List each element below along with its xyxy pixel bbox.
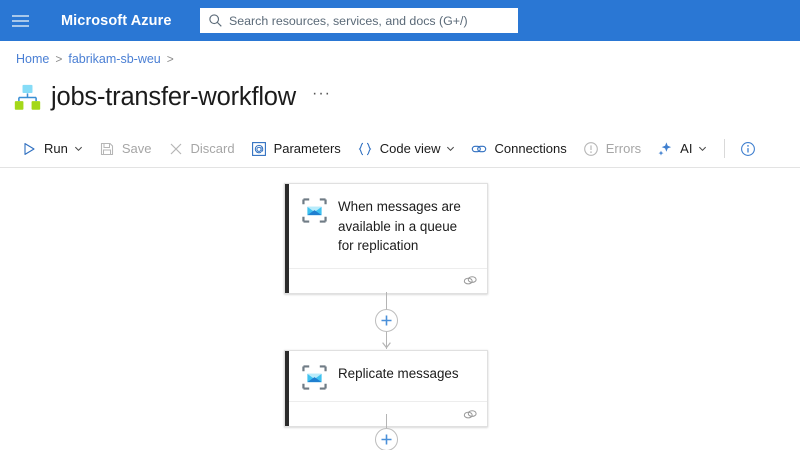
search-icon <box>209 14 222 27</box>
at-sign-icon <box>251 141 266 156</box>
breadcrumb-item-resource[interactable]: fabrikam-sb-weu <box>68 52 161 66</box>
save-button[interactable]: Save <box>91 134 160 164</box>
connector-line <box>386 414 387 428</box>
plus-icon <box>381 315 392 326</box>
hamburger-bar <box>11 19 29 22</box>
errors-button[interactable]: Errors <box>575 134 649 164</box>
node-title: Replicate messages <box>338 366 459 381</box>
breadcrumb: Home > fabrikam-sb-weu > <box>16 52 180 66</box>
hamburger-bar <box>11 24 29 27</box>
command-toolbar: Run Save Discard Para <box>0 129 800 168</box>
connection-link-icon[interactable] <box>463 273 478 288</box>
workflow-node-trigger[interactable]: When messages are available in a queue f… <box>284 183 488 294</box>
hamburger-bar <box>11 14 29 17</box>
add-step-between-button[interactable] <box>375 309 398 332</box>
page-title: jobs-transfer-workflow <box>51 82 296 111</box>
save-disk-icon <box>100 142 113 155</box>
node-footer <box>285 401 487 426</box>
azure-brand-label[interactable]: Microsoft Azure <box>61 12 172 29</box>
sparkle-icon <box>658 141 672 156</box>
arrow-head-icon <box>382 342 391 349</box>
service-bus-message-icon <box>302 198 327 223</box>
info-circle-icon <box>741 141 756 156</box>
play-icon <box>24 142 35 155</box>
page-more-menu-button[interactable]: ··· <box>312 84 331 102</box>
run-button[interactable]: Run <box>13 134 91 164</box>
breadcrumb-separator: > <box>55 52 63 66</box>
chevron-down-icon <box>74 146 82 152</box>
toolbar-divider <box>724 139 726 158</box>
connections-button[interactable]: Connections <box>463 134 574 164</box>
alert-circle-icon <box>583 141 598 156</box>
curly-braces-icon <box>358 142 372 155</box>
page-title-row: jobs-transfer-workflow ··· <box>13 78 331 116</box>
discard-button[interactable]: Discard <box>160 134 243 164</box>
add-step-end-button[interactable] <box>375 428 398 450</box>
parameters-button[interactable]: Parameters <box>243 134 349 164</box>
hamburger-icon[interactable] <box>0 0 40 41</box>
code-view-label: Code view <box>379 141 441 156</box>
chevron-down-icon <box>699 146 707 152</box>
connector-trigger-to-action <box>375 292 398 349</box>
node-header: When messages are available in a queue f… <box>285 184 487 268</box>
ai-button[interactable]: AI <box>649 134 715 164</box>
connections-label: Connections <box>494 141 567 156</box>
run-label: Run <box>44 141 68 156</box>
azure-top-header: Microsoft Azure Search resources, servic… <box>0 0 800 41</box>
parameters-label: Parameters <box>273 141 341 156</box>
node-header: Replicate messages <box>285 351 487 401</box>
logic-app-icon <box>14 84 41 110</box>
save-label: Save <box>121 141 152 156</box>
link-chain-icon <box>472 145 487 152</box>
breadcrumb-item-home[interactable]: Home <box>16 52 50 66</box>
discard-label: Discard <box>190 141 235 156</box>
ai-label: AI <box>680 141 693 156</box>
global-search-placeholder: Search resources, services, and docs (G+… <box>229 13 468 28</box>
workflow-designer-canvas[interactable]: When messages are available in a queue f… <box>0 169 800 450</box>
chevron-down-icon <box>447 146 455 152</box>
global-search-box[interactable]: Search resources, services, and docs (G+… <box>200 8 518 33</box>
code-view-button[interactable]: Code view <box>349 134 464 164</box>
plus-icon <box>381 434 392 445</box>
info-button[interactable] <box>734 134 769 164</box>
connection-link-icon[interactable] <box>463 407 478 422</box>
close-x-icon <box>170 143 181 154</box>
errors-label: Errors <box>605 141 642 156</box>
connector-action-to-end <box>375 414 398 450</box>
breadcrumb-separator: > <box>166 52 174 66</box>
node-footer <box>285 267 487 293</box>
service-bus-message-icon <box>302 365 327 390</box>
node-title: When messages are available in a queue f… <box>338 199 461 253</box>
